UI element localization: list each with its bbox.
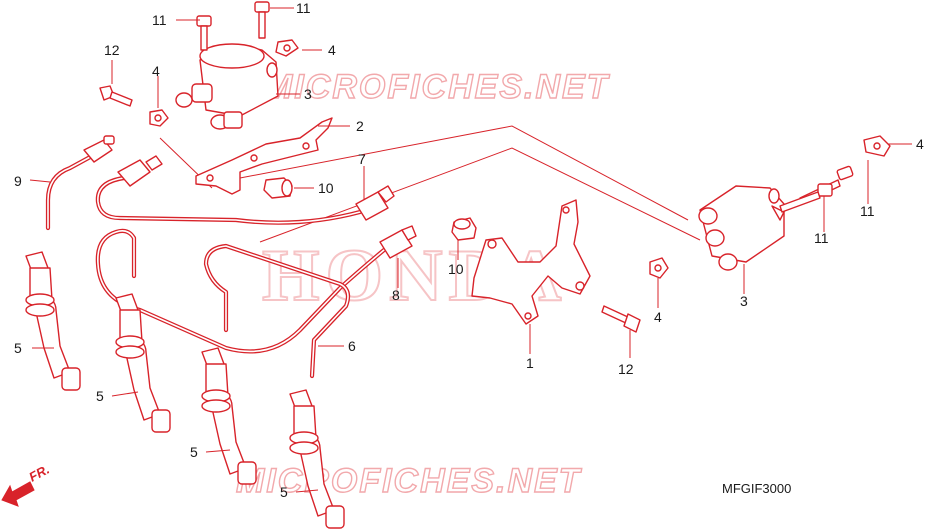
bolt-11-upper-right (254, 1, 270, 39)
coil-bracket-lower (471, 199, 591, 325)
callout-5: 5 (14, 340, 22, 356)
assembly-outline (159, 125, 701, 243)
bolt-11-upper-left (196, 15, 212, 51)
cable-7 (95, 155, 395, 225)
microfiches-watermark-top: MICROFICHES.NET (264, 68, 611, 106)
callout-4: 4 (654, 309, 662, 325)
cable-6 (203, 243, 351, 379)
ignition-coil-upper (175, 43, 279, 130)
callout-9: 9 (14, 173, 22, 189)
callout-4: 4 (916, 136, 924, 152)
callout-5: 5 (190, 444, 198, 460)
callout-5: 5 (96, 388, 104, 404)
callout-8: 8 (392, 287, 400, 303)
plug-cap-5-a (25, 251, 81, 391)
callout-1: 1 (526, 355, 534, 371)
callout-6: 6 (348, 338, 356, 354)
callout-labels: 11 11 4 12 4 3 2 7 9 10 5 5 5 5 6 8 10 1… (14, 0, 924, 500)
callout-11: 11 (860, 203, 875, 219)
clip-nut-4-right (863, 135, 891, 157)
callout-2: 2 (356, 118, 364, 134)
callout-12: 12 (618, 361, 634, 377)
callout-7: 7 (358, 151, 366, 167)
coil-bracket-upper (195, 117, 333, 195)
bolt-12-upper (99, 85, 133, 107)
clip-nut-4-upper-left (149, 109, 169, 127)
collar-lower (451, 217, 477, 241)
callout-4: 4 (328, 42, 336, 58)
callout-10: 10 (318, 180, 334, 196)
clip-nut-4-upper-right (275, 39, 299, 57)
microfiches-watermark-bottom: MICROFICHES.NET (236, 462, 583, 500)
callout-3: 3 (740, 293, 748, 309)
clip-nut-4-lower (649, 257, 669, 279)
plug-cap-5-b (115, 293, 171, 433)
bolt-11-right-lower (779, 183, 833, 213)
callout-11: 11 (152, 12, 167, 28)
front-direction-arrow: FR. (1, 462, 52, 507)
plug-cap-5-c (201, 347, 257, 485)
callout-11: 11 (296, 0, 311, 16)
collar-upper (263, 177, 293, 199)
callout-10: 10 (448, 261, 464, 277)
callout-12: 12 (104, 42, 120, 58)
ignition-coil-right (698, 185, 785, 271)
callout-11: 11 (814, 230, 829, 246)
callout-5: 5 (280, 484, 288, 500)
bolt-12-lower (601, 305, 641, 333)
plug-cap-5-d (289, 389, 345, 529)
cable-9 (45, 135, 115, 231)
diagram-code: MFGIF3000 (722, 481, 791, 496)
front-direction-label: FR. (26, 462, 52, 485)
callout-3: 3 (304, 86, 312, 102)
callout-4: 4 (152, 63, 160, 79)
leader-lines (29, 7, 912, 493)
